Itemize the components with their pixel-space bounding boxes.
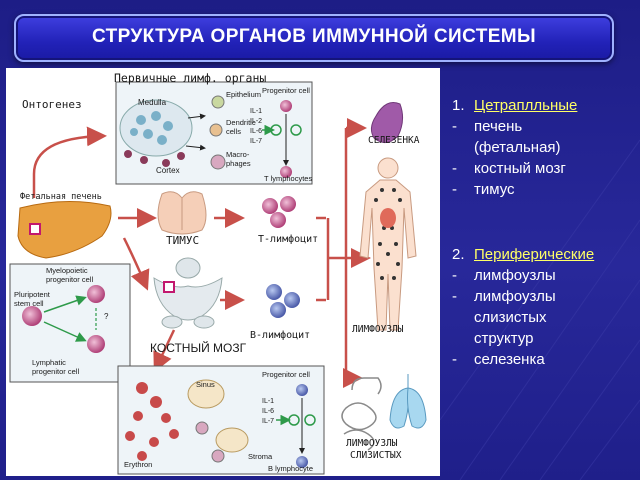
- ontogenesis-label: Онтогенез: [22, 98, 82, 111]
- progenitor-cell-label: Progenitor cell: [262, 86, 310, 95]
- t-lymphocyte-label: Т-лимфоцит: [258, 234, 319, 245]
- question-mark: ?: [104, 312, 109, 321]
- il6-label: IL-6: [250, 128, 263, 135]
- mucosal-nodes-label-1: ЛИМФОУЗЛЫ: [346, 438, 398, 449]
- pluripotent-label-2: stem cell: [14, 299, 44, 308]
- list-item: -лимфоузлы: [452, 267, 556, 284]
- stem-cell: [22, 306, 42, 326]
- fetal-liver-shape: [17, 201, 112, 259]
- flow-arrows: [32, 118, 371, 388]
- lymphatic-label-2: progenitor cell: [32, 367, 80, 376]
- sinus-label: Sinus: [196, 380, 215, 389]
- marrow-tissue: [125, 379, 249, 463]
- lymph-nodes-label: ЛИМФОУЗЛЫ: [352, 324, 404, 335]
- liver-marker: [29, 223, 41, 235]
- myelopoietic-label-1: Myelopoietic: [46, 266, 88, 275]
- epithelium-label: Epithelium: [226, 90, 262, 99]
- il7-label: IL-7: [250, 138, 263, 145]
- erythron-label: Erythron: [124, 460, 153, 469]
- list-item: структур: [474, 330, 534, 347]
- stroma-label: Stroma: [248, 452, 273, 461]
- lymphatic-cell: [87, 335, 105, 353]
- list-item: слизистых: [474, 309, 547, 326]
- macrophages-label-2: phages: [226, 159, 251, 168]
- t-lymphocytes-label: T lymphocytes: [264, 174, 313, 183]
- b-lymphocyte-label: В-лимфоцит: [250, 330, 311, 341]
- peripheral-organs-list: 2. Периферические -лимфоузлы -лимфоузлы …: [452, 244, 594, 370]
- marrow-cytokine-arrow: [276, 384, 316, 468]
- lungs: [389, 374, 427, 429]
- human-figure: [359, 157, 417, 331]
- il1b-label: IL-1: [262, 398, 275, 405]
- list-item: (фетальная): [474, 139, 561, 156]
- thymus-cytokine-arrow: [262, 100, 302, 178]
- dendritic-label-1: Dendritic: [226, 118, 256, 127]
- diagram-panel: Первичные лимф. органы Онтогенез Фетальн…: [6, 68, 440, 476]
- il2-label: IL-2: [250, 118, 263, 125]
- myelopoietic-label-2: progenitor cell: [46, 275, 94, 284]
- list-item: -селезенка: [452, 351, 545, 368]
- title-banner: СТРУКТУРА ОРГАНОВ ИММУННОЙ СИСТЕМЫ: [14, 14, 614, 62]
- spleen-shape: [370, 102, 404, 143]
- thymus-cell-types: [209, 95, 226, 170]
- il6b-label: IL-6: [262, 408, 275, 415]
- intestines: [341, 377, 382, 451]
- cortex-label: Cortex: [156, 166, 180, 175]
- myelopoietic-cell: [87, 285, 105, 303]
- page-title: СТРУКТУРА ОРГАНОВ ИММУННОЙ СИСТЕМЫ: [91, 26, 537, 47]
- list-item: -печень: [452, 118, 523, 135]
- il1-label: IL-1: [250, 108, 263, 115]
- macrophages-label-1: Macro-: [226, 150, 250, 159]
- primary-organs-label: Первичные лимф. органы: [114, 71, 267, 85]
- peripheral-heading-text: Периферические: [474, 246, 595, 263]
- immune-organs-diagram: [9, 81, 427, 475]
- dendritic-label-2: cells: [226, 127, 242, 136]
- fetal-liver-label: Фетальная печень: [20, 192, 102, 202]
- spleen-label: СЕЛЕЗЕНКА: [368, 135, 420, 146]
- medulla-label: Medulla: [138, 98, 167, 107]
- mucosal-nodes-label-2: СЛИЗИСТЫХ: [350, 450, 402, 461]
- lymph-node-dots: [374, 188, 402, 280]
- peripheral-heading: 2. Периферические: [452, 244, 594, 265]
- central-number: 1.: [452, 97, 465, 114]
- list-item: -тимус: [452, 181, 515, 198]
- list-item: -костный мозг: [452, 160, 566, 177]
- central-organs-list: 1. Цетраплльные -печень (фетальная) -кос…: [452, 95, 577, 200]
- t-lymphocyte-cells: [262, 196, 296, 228]
- bone-marrow-label: КОСТНЫЙ МОЗГ: [150, 341, 247, 355]
- b-lymphocyte-en-label: B lymphocyte: [268, 464, 314, 473]
- central-heading: 1. Цетраплльные: [452, 95, 577, 116]
- bone-marrow-marker: [163, 281, 175, 293]
- thymus-label: ТИМУС: [166, 234, 200, 247]
- thymus-medulla-tissue: [119, 99, 206, 167]
- pluripotent-label-1: Pluripotent: [14, 290, 50, 299]
- lymphatic-label-1: Lymphatic: [32, 358, 66, 367]
- il7b-label: IL-7: [262, 418, 275, 425]
- b-lymphocyte-cells: [266, 284, 300, 318]
- central-heading-text: Цетраплльные: [474, 97, 578, 114]
- heart-organ: [380, 208, 396, 228]
- progenitor-cell-b-label: Progenitor cell: [262, 370, 310, 379]
- list-item: -лимфоузлы: [452, 288, 556, 305]
- peripheral-number: 2.: [452, 246, 465, 263]
